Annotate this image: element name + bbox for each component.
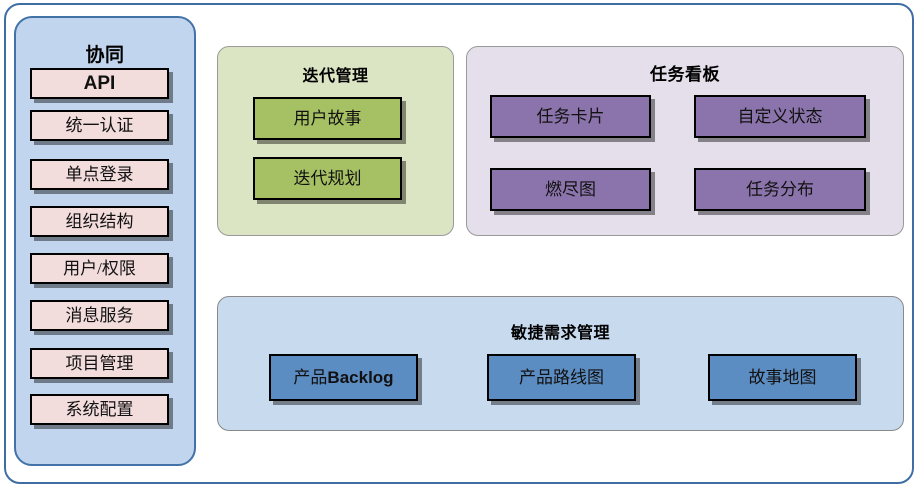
agile-item-product-backlog[interactable]: 产品Backlog [269, 354, 418, 401]
taskboard-item-task-distribution[interactable]: 任务分布 [694, 168, 866, 211]
sidebar-item-user-permission[interactable]: 用户/权限 [30, 253, 169, 284]
agile-item-story-map[interactable]: 故事地图 [708, 354, 857, 401]
sidebar-item-system-config[interactable]: 系统配置 [30, 394, 169, 425]
agile-item-product-backlog-label: 产品Backlog [293, 369, 393, 386]
sidebar-item-api[interactable]: API [30, 68, 169, 99]
sidebar-item-org-structure[interactable]: 组织结构 [30, 206, 169, 237]
iteration-item-user-story[interactable]: 用户故事 [253, 97, 402, 140]
taskboard-item-task-card[interactable]: 任务卡片 [490, 95, 651, 138]
task-board-title: 任务看板 [650, 65, 720, 84]
sidebar-item-project-management[interactable]: 项目管理 [30, 348, 169, 379]
product-backlog-prefix: 产品 [293, 368, 328, 387]
iteration-item-iteration-plan[interactable]: 迭代规划 [253, 157, 402, 200]
product-backlog-suffix: Backlog [327, 368, 394, 387]
sidebar-item-message-service[interactable]: 消息服务 [30, 300, 169, 331]
sidebar-item-unified-auth[interactable]: 统一认证 [30, 110, 169, 141]
sidebar-item-sso[interactable]: 单点登录 [30, 159, 169, 190]
agile-requirement-title: 敏捷需求管理 [510, 325, 610, 342]
agile-item-product-roadmap[interactable]: 产品路线图 [487, 354, 636, 401]
taskboard-item-custom-status[interactable]: 自定义状态 [694, 95, 866, 138]
iteration-management-panel: 迭代管理 [217, 46, 454, 236]
sidebar-title: 协同 [85, 45, 125, 66]
iteration-management-title: 迭代管理 [302, 68, 369, 85]
taskboard-item-burndown-chart[interactable]: 燃尽图 [490, 168, 651, 211]
